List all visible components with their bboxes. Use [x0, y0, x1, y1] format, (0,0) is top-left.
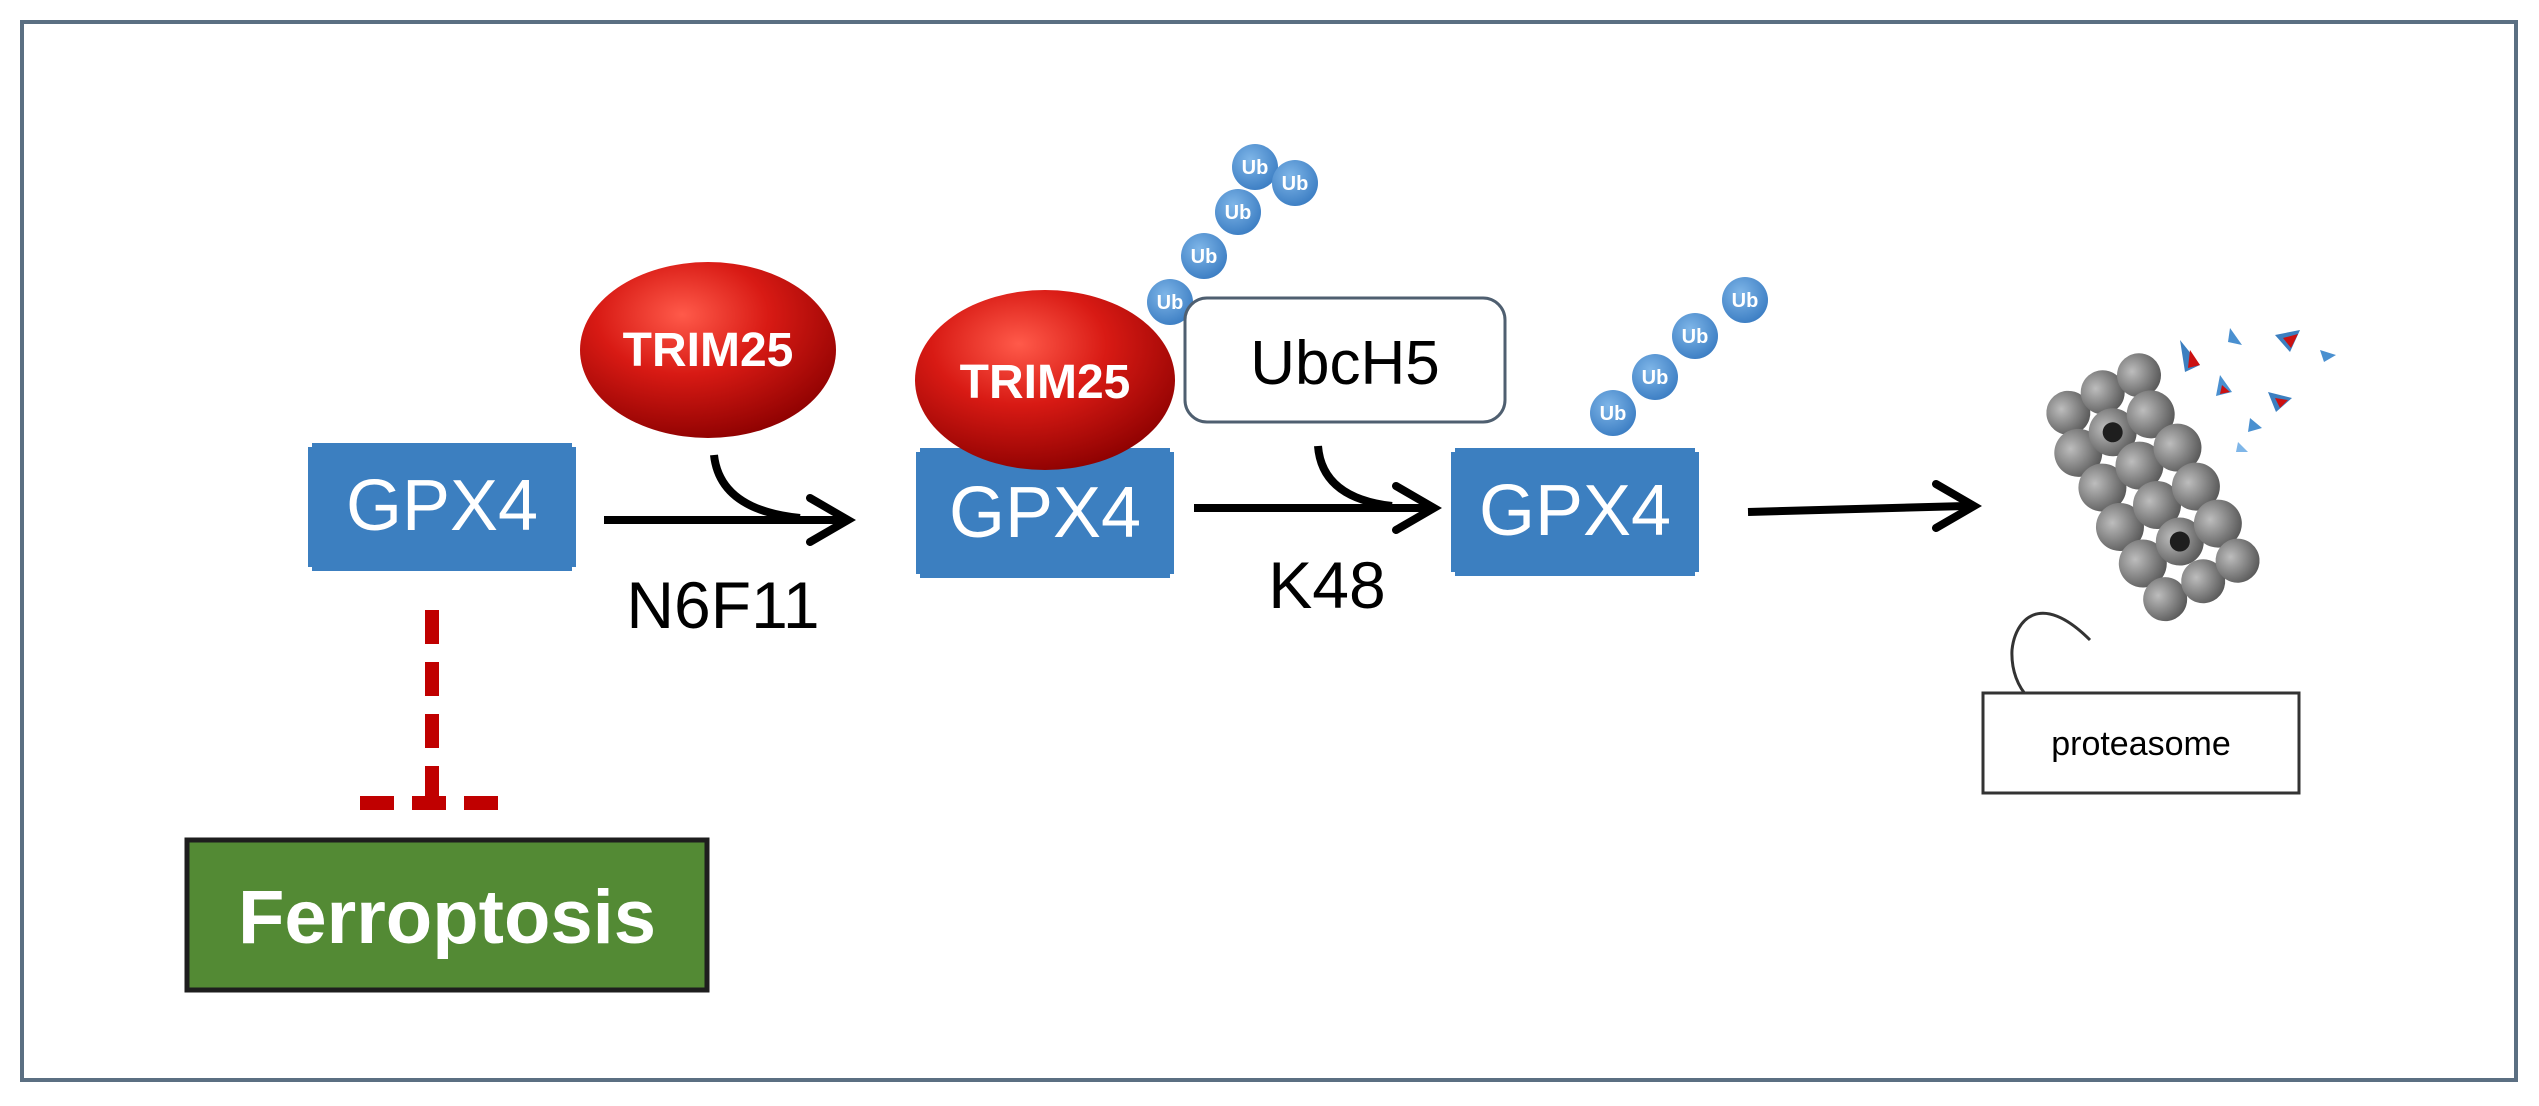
ub-bead: [1232, 144, 1278, 190]
proteasome-label-box: proteasome: [1981, 691, 2301, 795]
ubch5-label: UbcH5: [1250, 329, 1440, 398]
arrow-step-two: [1194, 445, 1442, 534]
arrow-to-proteasome: [1747, 480, 1982, 532]
trim25-free-label: TRIM25: [623, 324, 794, 377]
step-label-k48: K48: [1268, 548, 1385, 622]
trim25-bound-node: TRIM25: [915, 290, 1175, 470]
ub-bead-label: Ub: [1282, 173, 1309, 195]
ub-bead-label: Ub: [1191, 246, 1218, 268]
trim25-bound-label: TRIM25: [960, 356, 1131, 409]
ub-bead: [1672, 313, 1718, 359]
ub-chain-lower: Ub Ub Ub Ub: [1590, 277, 1768, 436]
ub-bead: [1722, 277, 1768, 323]
ub-bead-label: Ub: [1157, 292, 1184, 314]
proteasome-label: proteasome: [2051, 725, 2231, 763]
ferroptosis-label: Ferroptosis: [238, 875, 656, 960]
ferroptosis-node: Ferroptosis: [184, 837, 710, 993]
ub-bead: [1272, 160, 1318, 206]
ub-bead: [1181, 233, 1227, 279]
ub-bead-label: Ub: [1682, 326, 1709, 348]
trim25-free-node: TRIM25: [580, 262, 836, 438]
ubch5-node: UbcH5: [1183, 296, 1507, 424]
proteasome-icon: [2010, 353, 2260, 728]
ub-bead-label: Ub: [1242, 157, 1269, 179]
ub-chain-upper: Ub Ub Ub Ub Ub: [1147, 144, 1318, 325]
step-label-n6f11: N6F11: [626, 568, 819, 642]
ub-bead-label: Ub: [1642, 367, 1669, 389]
gpx4-ubiquitinated-node: GPX4: [1451, 448, 1699, 576]
gpx4-free-node: GPX4: [308, 443, 576, 571]
gpx4-free-label: GPX4: [346, 466, 538, 546]
gpx4-bound-label: GPX4: [949, 473, 1141, 553]
ub-bead-label: Ub: [1225, 202, 1252, 224]
peptide-fragments-icon: [2180, 328, 2336, 452]
ub-bead-label: Ub: [1732, 290, 1759, 312]
ub-bead: [1147, 279, 1193, 325]
ub-bead: [1215, 189, 1261, 235]
ub-bead: [1632, 354, 1678, 400]
ub-bead-label: Ub: [1600, 403, 1627, 425]
inhibition-line: [360, 610, 506, 810]
ub-bead: [1590, 390, 1636, 436]
arrow-step-one: [604, 454, 856, 546]
gpx4-ubiquitinated-label: GPX4: [1479, 471, 1671, 551]
